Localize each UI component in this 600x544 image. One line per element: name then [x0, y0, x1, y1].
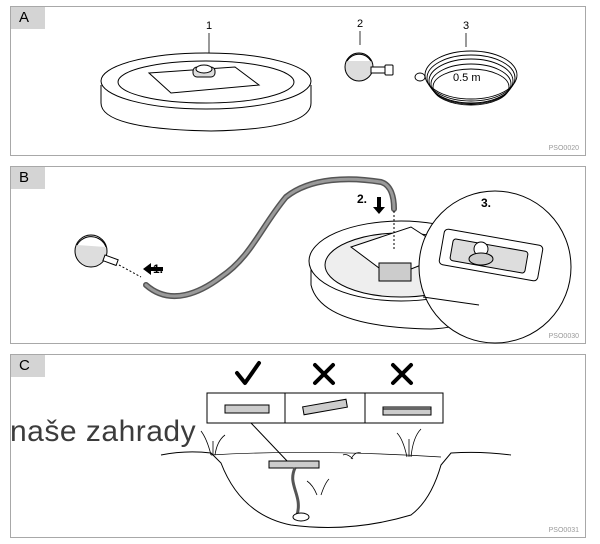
hose-length-label: 0.5 m: [453, 72, 481, 84]
detail-zoom: [418, 190, 572, 344]
checkmark-icon: [235, 361, 261, 385]
step-3-label: 3.: [481, 196, 491, 210]
pond-outline: [160, 451, 512, 528]
panel-letter-c: C: [11, 355, 45, 377]
figure-code-c: PSO0031: [548, 527, 579, 534]
floating-base: [100, 52, 312, 132]
plant-illustration: [200, 428, 422, 496]
cross-icon: [391, 363, 413, 385]
watermark-text: naše zahrady: [10, 415, 197, 448]
coiled-hose: [414, 50, 518, 106]
callout-2: 2: [357, 18, 363, 30]
assembly-illustration: 1. 2. 3.: [74, 176, 572, 344]
figure-code-a: PSO0020: [548, 145, 579, 152]
panel-letter-a: A: [11, 7, 45, 29]
panel-c: C PSO0031: [10, 354, 586, 538]
callout-3: 3: [463, 20, 469, 32]
callout-1: 1: [206, 20, 212, 32]
air-stone: [344, 52, 394, 82]
pond-illustration: [160, 361, 512, 528]
cross-icon: [313, 363, 335, 385]
panel-letter-b: B: [11, 167, 45, 189]
panel-b: B 1. 2.: [10, 166, 586, 344]
parts-illustration: 1 2 3 0.5 m: [100, 18, 518, 132]
panel-a: A 1 2 3: [10, 6, 586, 156]
figure-code-b: PSO0030: [548, 333, 579, 340]
air-stone: [74, 234, 119, 268]
step-1-label: 1.: [153, 262, 163, 276]
step-2-label: 2.: [357, 192, 367, 206]
